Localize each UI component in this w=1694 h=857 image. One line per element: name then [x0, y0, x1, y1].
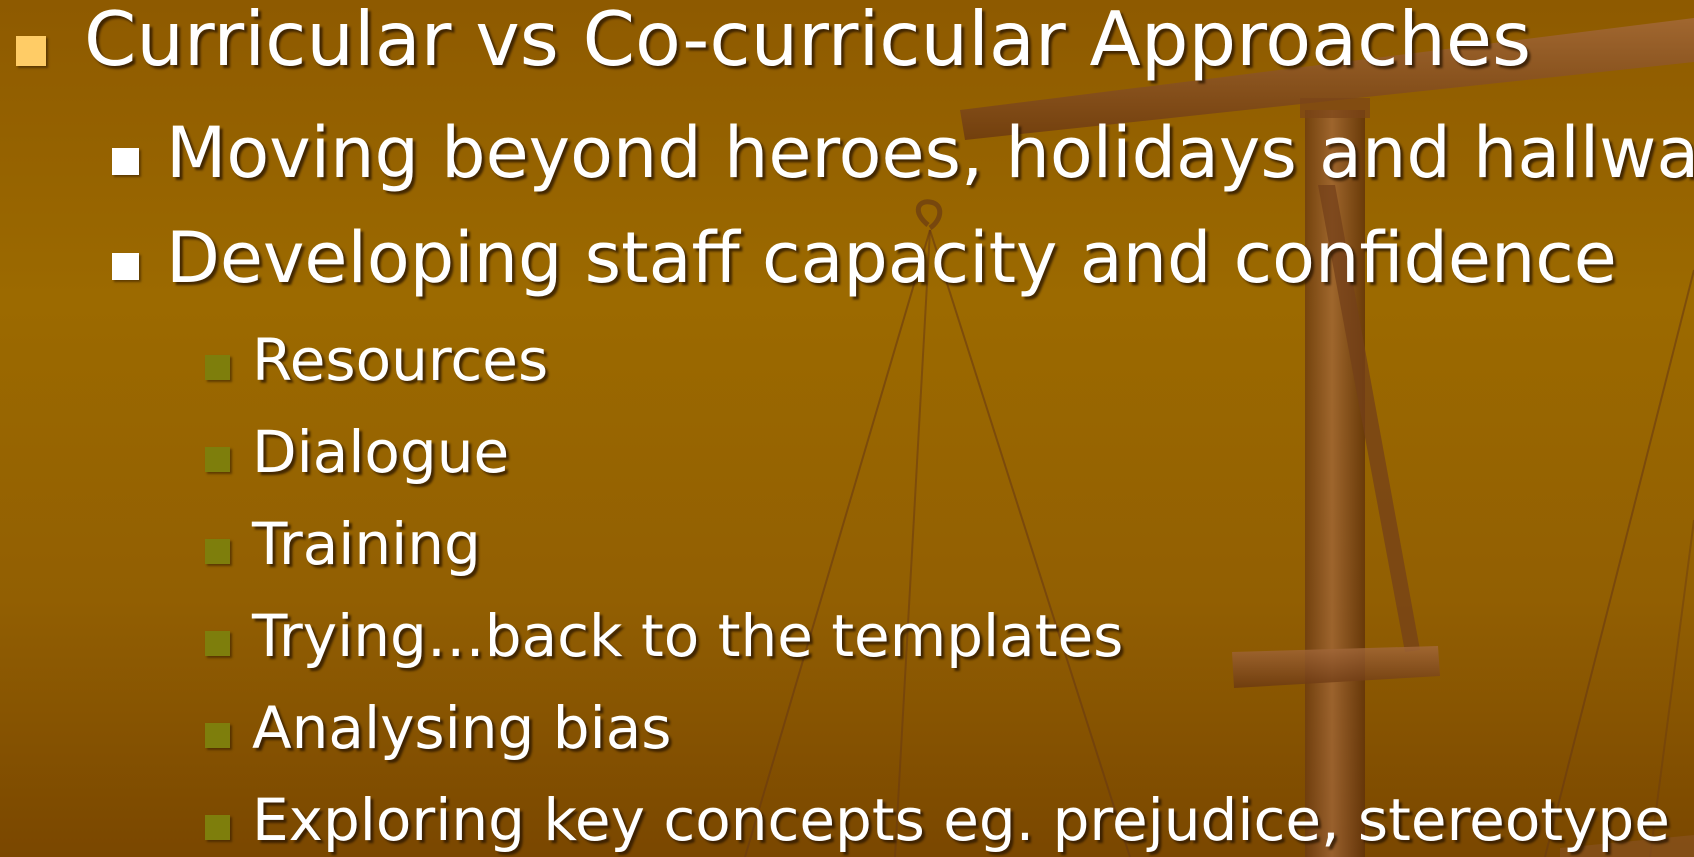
subpoint-text: Resources	[252, 326, 549, 394]
subpoint-text: Exploring key concepts eg. prejudice, st…	[252, 786, 1670, 854]
subpoint-bullet	[205, 723, 230, 748]
subpoint-bullet	[205, 539, 230, 564]
point-text: Developing staff capacity and confidence	[166, 217, 1617, 299]
subpoint-bullet	[205, 447, 230, 472]
title-bullet	[16, 36, 46, 66]
subpoint-text: Dialogue	[252, 418, 510, 486]
slide-title: Curricular vs Co-curricular Approaches	[84, 0, 1532, 83]
subpoint-bullet	[205, 631, 230, 656]
point-bullet	[112, 253, 139, 280]
point-text: Moving beyond heroes, holidays and hallw…	[166, 112, 1694, 194]
subpoint-text: Analysing bias	[252, 694, 672, 762]
subpoint-text: Trying…back to the templates	[252, 602, 1124, 670]
subpoint-bullet	[205, 815, 230, 840]
subpoint-bullet	[205, 355, 230, 380]
subpoint-text: Training	[252, 510, 481, 578]
point-bullet	[112, 148, 139, 175]
